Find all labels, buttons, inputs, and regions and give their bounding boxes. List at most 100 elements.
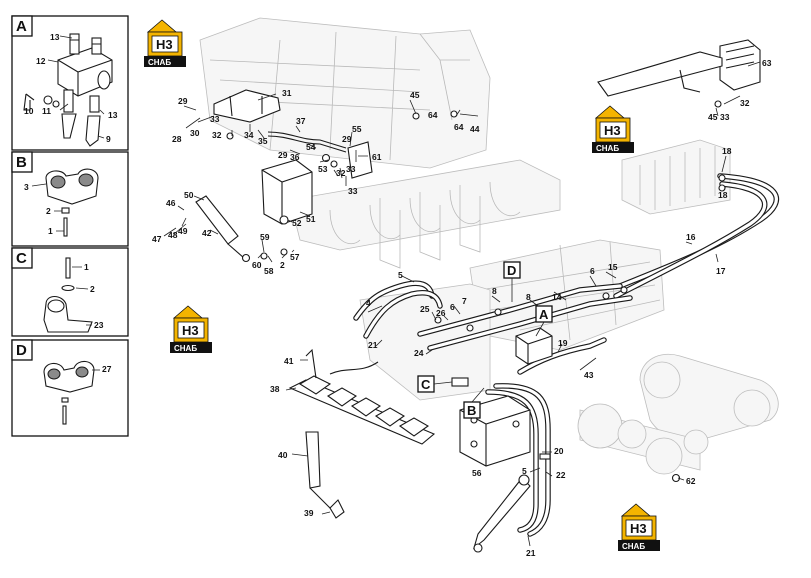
callout-label: 64 — [428, 110, 438, 120]
marker-d: D — [503, 261, 521, 302]
leader-lines — [163, 61, 761, 547]
callout-label: 44 — [470, 124, 480, 134]
callout-label: 33 — [720, 112, 730, 122]
callout-label: 1 — [48, 226, 53, 236]
callout-label: 45 — [708, 112, 718, 122]
callout-label: 13 — [50, 32, 60, 42]
logo-top-left: H3 CHAБ — [144, 19, 186, 67]
callout-label: 16 — [686, 232, 696, 242]
callout-label: 4 — [366, 298, 371, 308]
callout-label: 2 — [280, 260, 285, 270]
callout-label: 12 — [36, 56, 46, 66]
callout-label: 39 — [304, 508, 314, 518]
logo-brand: H3 — [604, 123, 621, 138]
callout-label: 51 — [306, 214, 316, 224]
callout-label: 5 — [522, 466, 527, 476]
callout-label: 25 — [420, 304, 430, 314]
callout-label: 41 — [284, 356, 294, 366]
callout-label: 54 — [306, 142, 316, 152]
callout-label: 15 — [608, 262, 618, 272]
callout-label: 62 — [686, 476, 696, 486]
callout-label: 59 — [260, 232, 270, 242]
logo-sub: CHAБ — [148, 58, 171, 67]
pipe-37 — [267, 131, 347, 153]
callout-label: 7 — [462, 296, 467, 306]
callout-label: 53 — [318, 164, 328, 174]
callout-label: 2 — [90, 284, 95, 294]
logo-mid-left: H3 CHAБ — [170, 305, 212, 353]
hose-19-43 — [517, 337, 607, 375]
callout-label: 58 — [264, 266, 274, 276]
cylinder-42 — [195, 195, 251, 263]
logo-sub: CHAБ — [622, 542, 645, 551]
callout-label: 31 — [282, 88, 292, 98]
callout-label: 24 — [414, 348, 424, 358]
main-callouts: 29 31 33 30 28 32 34 35 37 45 64 64 44 6… — [152, 58, 772, 558]
callout-label: 30 — [190, 128, 200, 138]
callout-label: 21 — [526, 548, 536, 558]
callout-label: 11 — [42, 106, 51, 116]
marker-c-letter: C — [421, 377, 431, 392]
callout-label: 32 — [740, 98, 750, 108]
panel-d-letter: D — [16, 342, 27, 359]
bracket-63 — [597, 39, 761, 97]
callout-label: 5 — [398, 270, 403, 280]
upper-chassis-ghost — [199, 17, 561, 269]
callout-label: 8 — [526, 292, 531, 302]
callout-label: 6 — [450, 302, 455, 312]
hose-4-5 — [353, 280, 443, 339]
hose-16-17 — [613, 173, 780, 299]
detail-panel-b: B — [11, 151, 129, 247]
valve-block-a — [515, 327, 553, 365]
callout-label: 18 — [718, 190, 728, 200]
callout-label: 1 — [84, 262, 89, 272]
detail-panel-c: C — [11, 247, 129, 337]
callout-label: 46 — [166, 198, 176, 208]
callout-label: 36 — [290, 152, 300, 162]
detail-panel-a: A — [11, 15, 129, 151]
logo-brand: H3 — [182, 323, 199, 338]
marker-d-letter: D — [507, 263, 516, 278]
callout-label: 40 — [278, 450, 288, 460]
callout-label: 63 — [762, 58, 772, 68]
callout-label: 26 — [436, 308, 446, 318]
callout-label: 28 — [172, 134, 182, 144]
callout-label: 32 — [212, 130, 222, 140]
callout-label: 29 — [178, 96, 188, 106]
marker-b-letter: B — [467, 403, 476, 418]
logo-mid-right: H3 CHAБ — [592, 105, 634, 153]
panel-b-letter: B — [16, 154, 27, 171]
logo-bottom-right: H3 CHAБ — [618, 503, 660, 551]
panel-a-letter: A — [16, 18, 27, 35]
callout-label: 17 — [716, 266, 726, 276]
callout-label: 48 — [168, 230, 178, 240]
axle-assembly-ghost — [577, 354, 779, 475]
panel-callouts: 13 12 10 11 13 9 3 2 1 1 2 23 27 — [24, 32, 118, 374]
logo-sub: CHAБ — [174, 344, 197, 353]
marker-a: A — [535, 305, 553, 337]
callout-label: 32 — [336, 168, 346, 178]
callout-label: 34 — [244, 130, 254, 140]
callout-label: 33 — [348, 186, 358, 196]
callout-label: 50 — [184, 190, 194, 200]
callout-label: 9 — [106, 134, 111, 144]
callout-label: 20 — [554, 446, 564, 456]
callout-label: 10 — [24, 106, 34, 116]
callout-label: 49 — [178, 226, 188, 236]
callout-label: 38 — [270, 384, 280, 394]
callout-label: 22 — [556, 470, 566, 480]
valve-bank-ghost — [621, 139, 731, 215]
rail-38 — [288, 361, 436, 445]
logo-brand: H3 — [630, 521, 647, 536]
callout-label: 6 — [590, 266, 595, 276]
fittings — [226, 100, 726, 483]
panel-c-letter: C — [16, 250, 27, 267]
callout-label: 19 — [558, 338, 568, 348]
callout-label: 52 — [292, 218, 302, 228]
callout-label: 35 — [258, 136, 268, 146]
callout-label: 45 — [410, 90, 420, 100]
marker-c: C — [417, 375, 453, 393]
callout-label: 61 — [372, 152, 382, 162]
bracket-61 — [347, 141, 373, 179]
